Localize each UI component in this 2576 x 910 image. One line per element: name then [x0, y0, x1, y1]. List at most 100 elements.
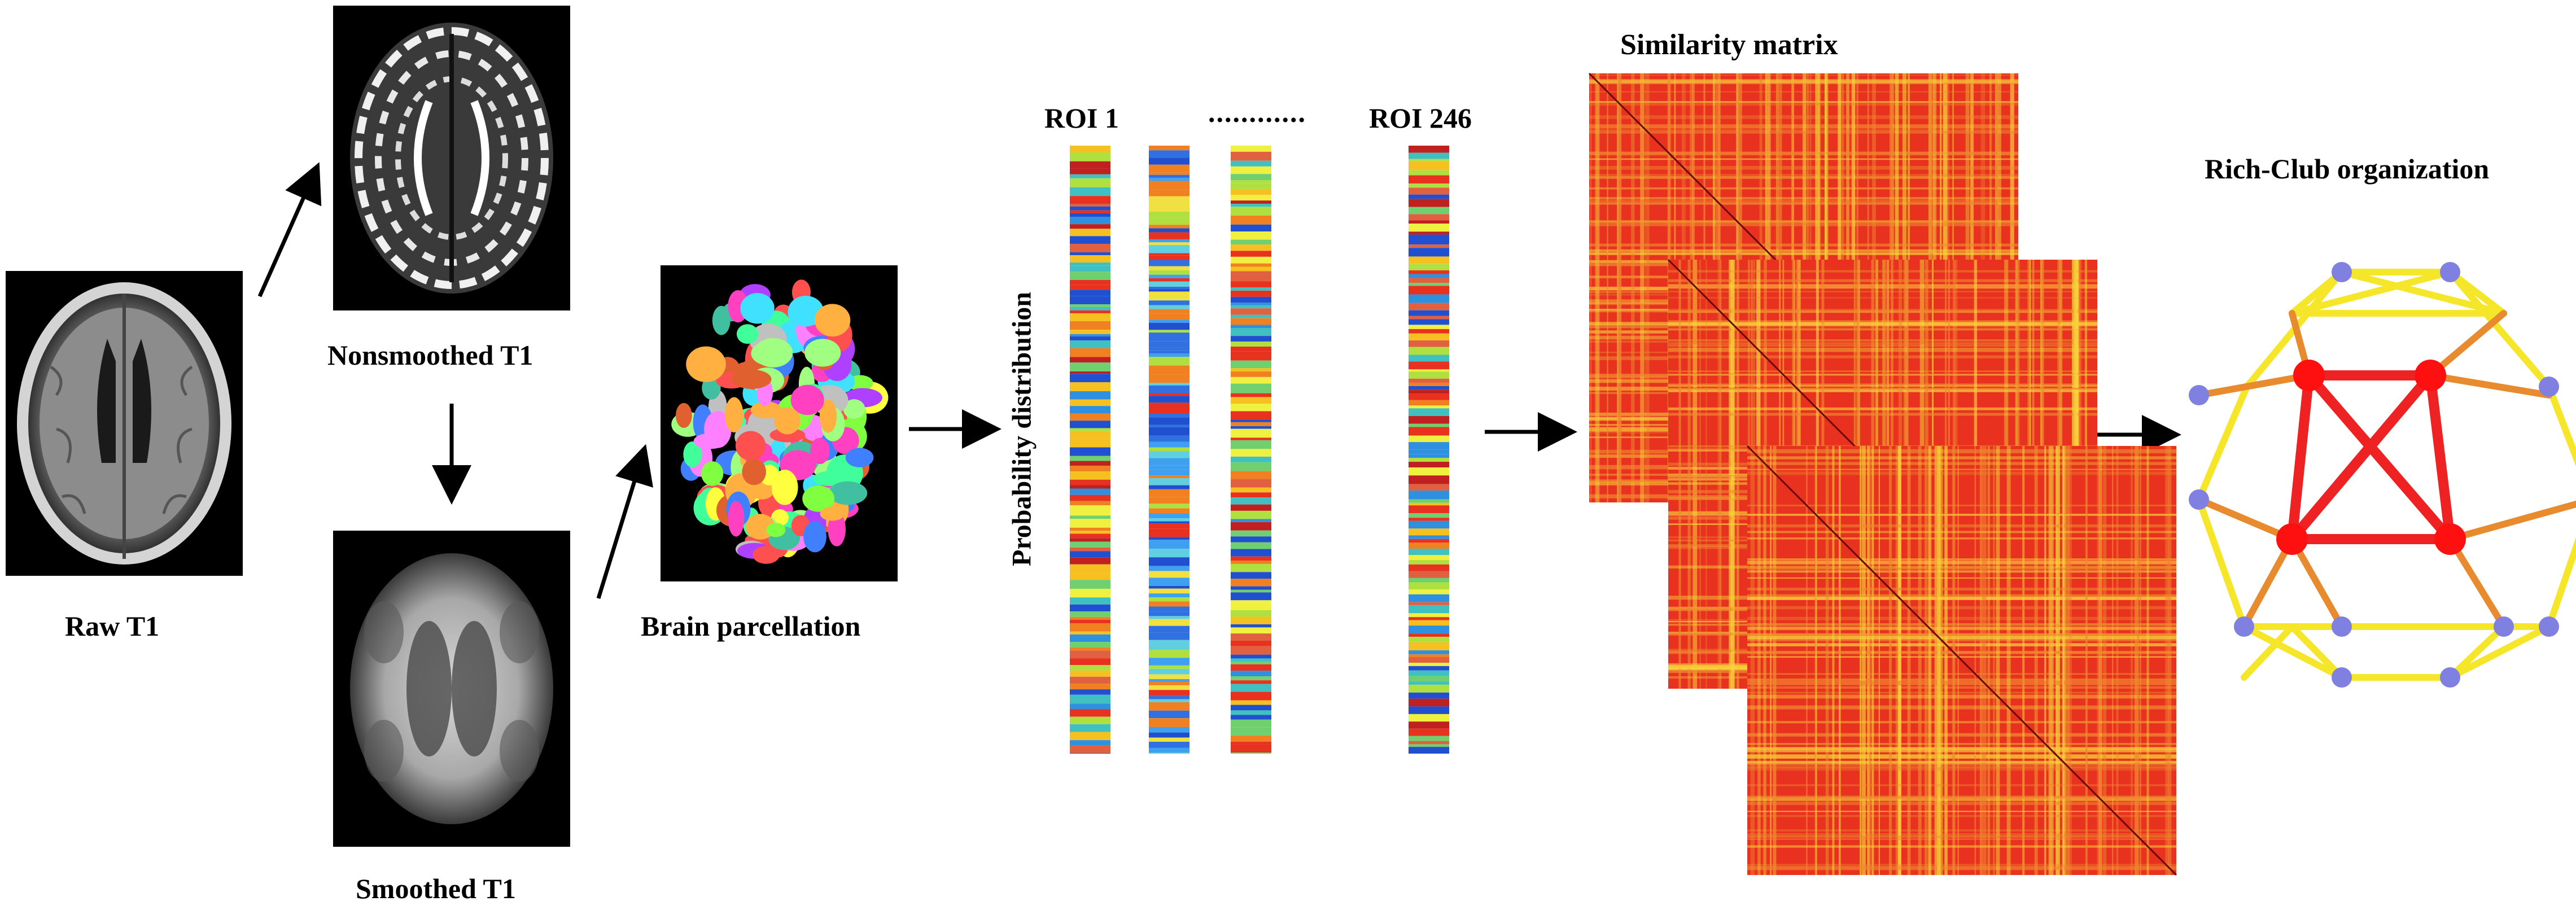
roi-stripe [1409, 475, 1449, 484]
roi-stripe [1409, 333, 1449, 341]
matrix-row-band [1747, 567, 2176, 570]
nonsmoothed-t1-label: Nonsmoothed T1 [327, 339, 533, 371]
roi-stripe [1070, 255, 1110, 262]
matrix-row-band [1747, 456, 2176, 460]
smoothed-t1-panel [333, 531, 570, 847]
roi-stripe [1231, 263, 1271, 267]
matrix-column-band [1687, 260, 1691, 689]
parcel-region [769, 428, 806, 443]
roi-stripe [1231, 426, 1271, 429]
roi-stripe [1409, 548, 1449, 555]
matrix-row-band [1589, 158, 2018, 160]
rich-club-node [2276, 523, 2308, 555]
roi-stripe [1231, 160, 1271, 167]
roi-stripe [1070, 689, 1110, 695]
roi-stripe [1070, 374, 1110, 383]
roi-stripe [1149, 699, 1189, 702]
roi-stripe [1409, 542, 1449, 549]
matrix-column-band [1832, 446, 1835, 875]
roi-stripe [1409, 325, 1449, 329]
matrix-column-band [1617, 73, 1622, 502]
matrix-row-band [1668, 348, 2097, 352]
roi-stripe [1070, 334, 1110, 336]
matrix-row-band [1747, 595, 2176, 597]
roi-stripe [1409, 303, 1449, 310]
roi-stripe [1149, 658, 1189, 666]
roi-stripe [1149, 357, 1189, 366]
roi-stripe [1070, 382, 1110, 386]
roi-first-label: ROI 1 [1044, 102, 1119, 134]
roi-stripe [1070, 724, 1110, 732]
roi-stripe [1231, 200, 1271, 204]
parcel-region [742, 458, 766, 485]
roi-stripe [1409, 684, 1449, 693]
roi-stripe [1231, 602, 1271, 610]
local-edge [2241, 623, 2345, 681]
matrix-column-band [1719, 260, 1722, 689]
roi-stripe [1149, 747, 1189, 753]
matrix-row-band [1668, 342, 2097, 344]
matrix-column-band [1993, 446, 1995, 875]
feeder-edge [2241, 536, 2295, 630]
roi-stripe [1409, 159, 1449, 161]
roi-stripe [1149, 260, 1189, 266]
roi-stripe [1231, 438, 1271, 440]
peripheral-node [2440, 667, 2460, 688]
roi-stripe [1409, 681, 1449, 685]
roi-stripe [1409, 505, 1449, 514]
matrix-row-band [1668, 284, 2097, 289]
roi-stripe [1231, 680, 1271, 684]
smoothed-t1-brain-icon [350, 553, 553, 824]
roi-stripe [1149, 225, 1189, 229]
matrix-column-band [1763, 446, 1766, 875]
roi-stripe [1070, 658, 1110, 666]
matrix-row-band [1668, 344, 2097, 347]
matrix-column-band [1730, 260, 1734, 689]
roi-stripe [1070, 456, 1110, 461]
roi-stripe [1409, 571, 1449, 578]
roi-stripe [1231, 215, 1271, 225]
roi-stripe [1149, 625, 1189, 633]
roi-stripe [1231, 492, 1271, 498]
roi-stripe [1070, 187, 1110, 196]
roi-stripe [1149, 601, 1189, 607]
matrix-row-band [1747, 462, 2176, 465]
matrix-row-band [1747, 504, 2176, 506]
roi-stripe [1070, 243, 1110, 252]
roi-stripe [1149, 291, 1189, 301]
rich-club-node [2415, 360, 2446, 391]
matrix-column-band [2050, 446, 2054, 875]
roi-stripe [1409, 736, 1449, 741]
parcel-region [753, 546, 780, 564]
matrix-row-band [1747, 449, 2176, 453]
matrix-column-band [1979, 446, 1982, 875]
roi-stripe [1149, 619, 1189, 626]
roi-stripe [1409, 728, 1449, 736]
parcel-region [766, 523, 786, 537]
roi-stripe [1149, 427, 1189, 436]
matrix-row-band [1747, 678, 2176, 681]
matrix-column-band [2022, 446, 2025, 875]
roi-stripe [1409, 207, 1449, 215]
matrix-row-band [1747, 627, 2176, 631]
matrix-column-band [2146, 446, 2149, 875]
roi-stripe [1409, 224, 1449, 232]
matrix-column-band [2098, 446, 2102, 875]
feeder-edge [2447, 536, 2507, 630]
matrix-column-band [2112, 446, 2114, 875]
matrix-column-band [1595, 73, 1599, 502]
roi-stripe [1070, 310, 1110, 314]
roi-stripe [1409, 239, 1449, 245]
parcel-region [686, 346, 726, 382]
roi-stripe [1409, 347, 1449, 355]
roi-stripe [1149, 313, 1189, 320]
peripheral-node [2440, 262, 2460, 282]
parcel-region [828, 481, 868, 505]
roi-stripe [1070, 676, 1110, 684]
local-edge [2447, 623, 2507, 681]
roi-stripe [1149, 702, 1189, 711]
roi-stripe [1231, 449, 1271, 457]
roi-stripe [1070, 505, 1110, 514]
matrix-column-band [1607, 73, 1608, 502]
roi-stripe [1231, 266, 1271, 272]
